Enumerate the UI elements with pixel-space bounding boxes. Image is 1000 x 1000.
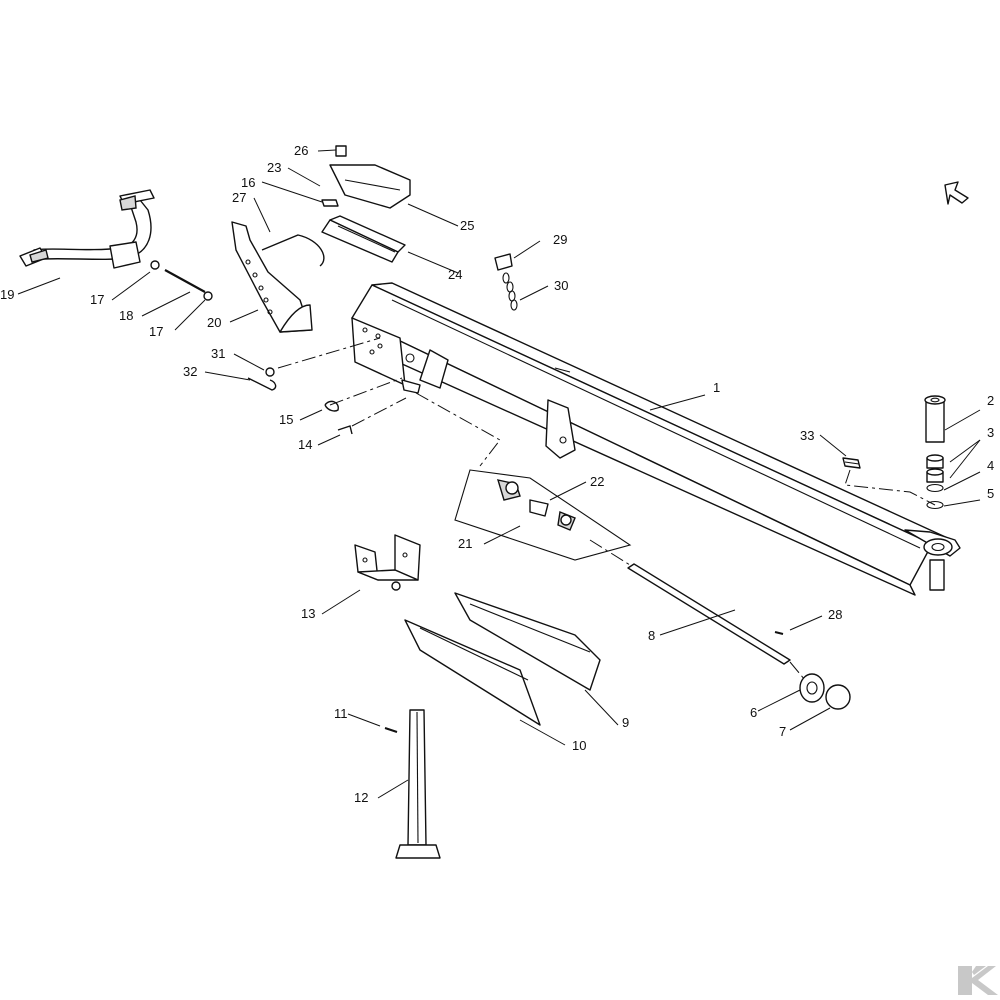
part-19-top-link [19,189,155,269]
callout-1: 1 [713,380,720,395]
callout-12: 12 [354,790,368,805]
callout-29: 29 [553,232,567,247]
callout-26: 26 [294,143,308,158]
assembly-center-lines [277,337,936,681]
part-12-stand [395,709,441,859]
direction-arrow-icon [944,181,969,205]
callout-28: 28 [828,607,842,622]
part-30-chain [502,272,518,311]
callout-4: 4 [987,458,994,473]
part-27-spring-hook [261,234,325,267]
part-29-clip [494,253,513,271]
callout-31: 31 [211,346,225,361]
callout-19: 19 [0,287,14,302]
part-15-spring-clip [324,400,339,412]
callout-30: 30 [554,278,568,293]
part-31-nut [265,367,275,377]
part-6-bearing [799,673,825,703]
callout-11: 11 [334,706,348,721]
part-main-beam [351,282,961,596]
part-pin-stack [924,395,946,510]
callout-leaders [17,149,981,799]
callout-numbers: 1 2 3 4 5 6 7 8 9 10 11 12 13 14 15 16 1… [0,143,994,805]
callout-3: 3 [987,425,994,440]
callout-18: 18 [119,308,133,323]
callout-14: 14 [298,437,312,452]
part-20-bracket [231,221,313,333]
part-11-pin [384,727,398,733]
part-7-cap [825,684,851,710]
callout-5: 5 [987,486,994,501]
part-10-guard [404,619,541,726]
part-28-key [774,631,784,635]
callout-10: 10 [572,738,586,753]
callout-32: 32 [183,364,197,379]
part-9-guard [454,592,601,691]
part-14-pin [337,425,353,435]
callout-21: 21 [458,536,472,551]
callout-13: 13 [301,606,315,621]
part-21-pto-joint [454,469,632,561]
callout-8: 8 [648,628,655,643]
callout-27: 27 [232,190,246,205]
callout-15: 15 [279,412,293,427]
callout-2: 2 [987,393,994,408]
callout-24: 24 [448,267,462,282]
callout-25: 25 [460,218,474,233]
part-24-rail [321,215,406,263]
callout-6: 6 [750,705,757,720]
callout-17a: 17 [90,292,104,307]
k-logo-icon [958,966,998,995]
callout-7: 7 [779,724,786,739]
callout-17b: 17 [149,324,163,339]
callout-33: 33 [800,428,814,443]
part-25-cover [321,145,411,209]
callout-20: 20 [207,315,221,330]
part-33-label [842,457,861,469]
part-8-shaft [627,563,791,665]
part-17-18-pin [150,260,213,301]
callout-22: 22 [590,474,604,489]
callout-9: 9 [622,715,629,730]
part-32-linch-pin [247,377,277,391]
part-13-mount-bracket [354,534,421,591]
callout-23: 23 [267,160,281,175]
callout-16: 16 [241,175,255,190]
